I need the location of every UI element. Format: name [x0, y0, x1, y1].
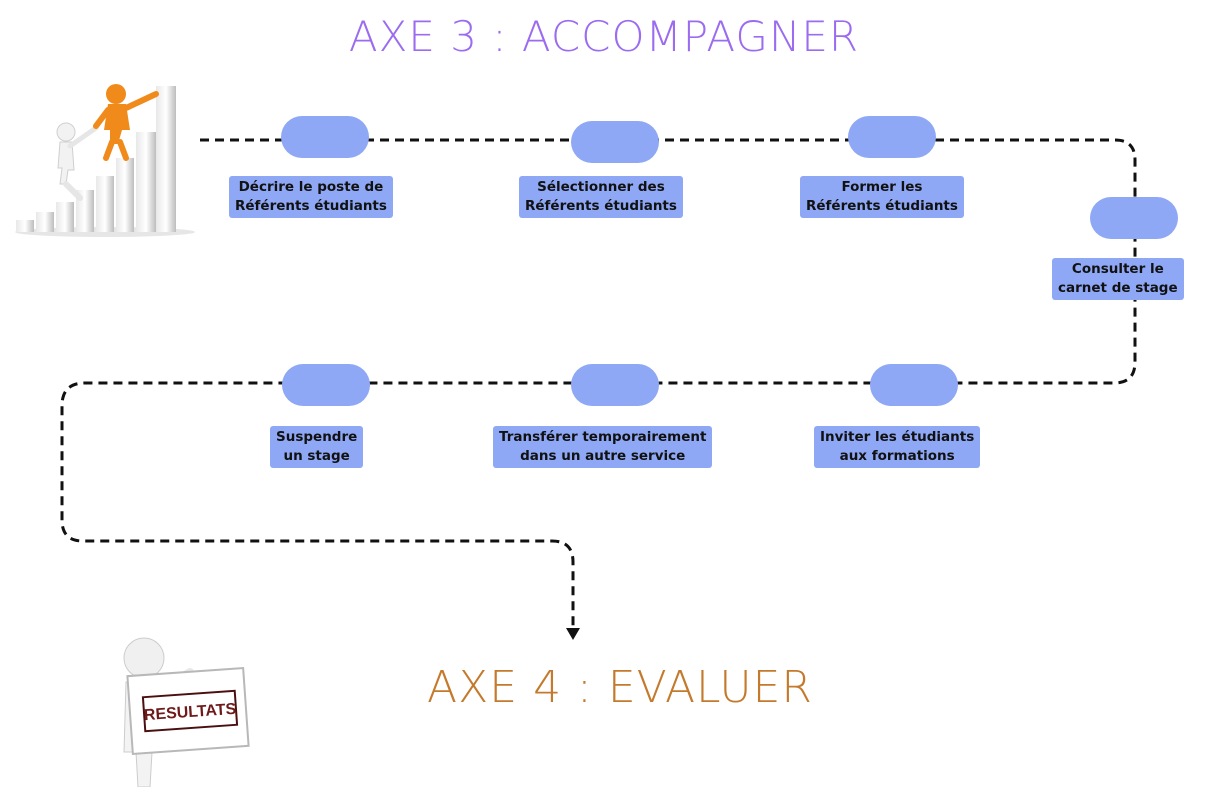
step-label-line: Suspendre [276, 429, 358, 445]
step-label-line: Référents étudiants [525, 198, 677, 214]
step-node-5 [870, 364, 958, 406]
step-label-line: Référents étudiants [235, 198, 387, 214]
results-sign-text: RESULTATS [143, 701, 237, 724]
step-node-6 [571, 364, 659, 406]
step-label-2: Sélectionner des Référents étudiants [519, 176, 683, 218]
step-label-1: Décrire le poste de Référents étudiants [229, 176, 393, 218]
step-label-line: Transférer temporairement [499, 429, 707, 445]
step-label-6: Transférer temporairement dans un autre … [493, 426, 713, 468]
step-node-1 [281, 116, 369, 158]
step-node-4 [1090, 197, 1178, 239]
results-sign-figure-icon: RESULTATS [123, 637, 250, 787]
climbing-stairs-figure-icon [15, 84, 195, 237]
path-segment-top [60, 138, 1137, 628]
step-label-3: Former les Référents étudiants [800, 176, 964, 218]
step-label-line: Inviter les étudiants [820, 429, 975, 445]
step-label-line: aux formations [839, 448, 955, 464]
step-label-5: Inviter les étudiants aux formations [814, 426, 981, 468]
arrow-head [566, 628, 580, 640]
step-label-line: Former les [841, 179, 923, 195]
step-node-3 [848, 116, 936, 158]
step-label-line: un stage [283, 448, 350, 464]
page-title: AXE 3 : ACCOMPAGNER [348, 12, 860, 61]
step-label-line: dans un autre service [520, 448, 686, 464]
step-label-line: Référents étudiants [806, 198, 958, 214]
step-label-4: Consulter le carnet de stage [1052, 258, 1184, 300]
step-label-line: Consulter le [1071, 261, 1164, 277]
step-label-line: Sélectionner des [537, 179, 665, 195]
step-label-7: Suspendre un stage [270, 426, 364, 468]
step-label-line: carnet de stage [1058, 280, 1178, 296]
next-axis-title: AXE 4 : EVALUER [427, 662, 813, 713]
step-label-line: Décrire le poste de [238, 179, 384, 195]
step-node-7 [282, 364, 370, 406]
step-node-2 [571, 121, 659, 163]
